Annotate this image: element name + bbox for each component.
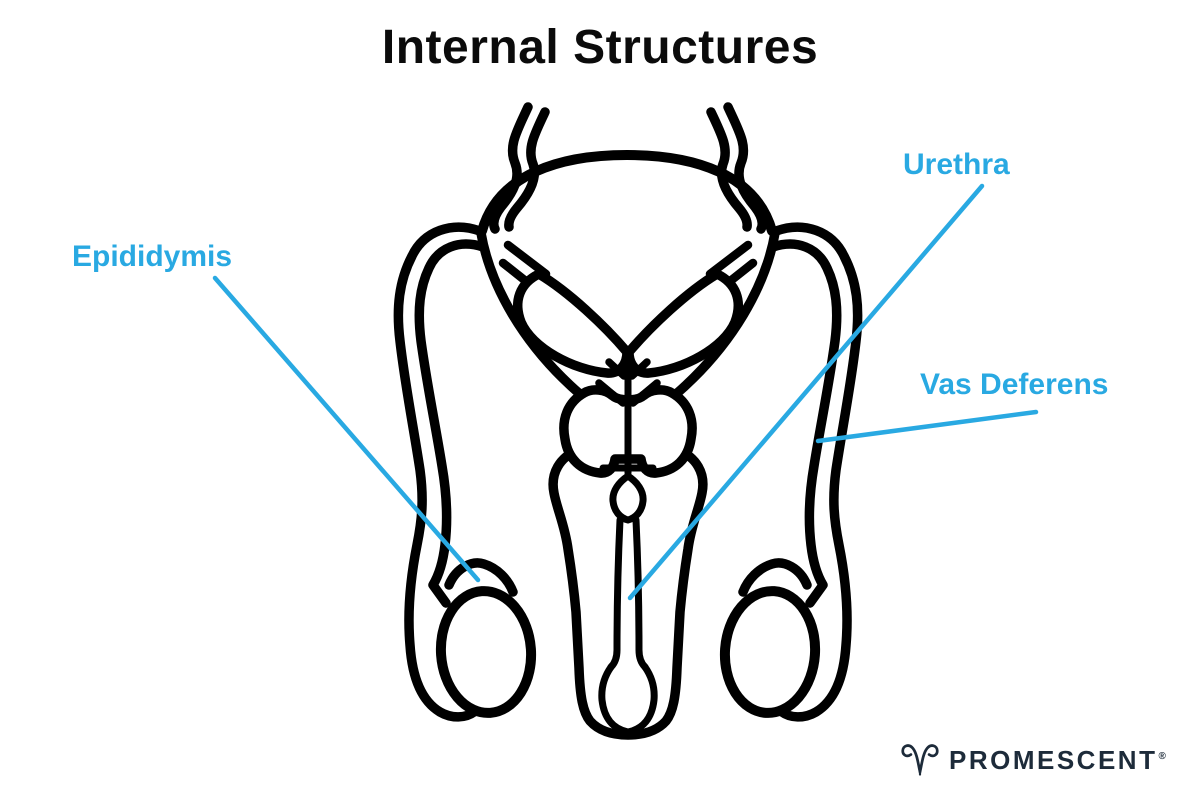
brand-logo: PROMESCENT® — [900, 740, 1166, 780]
duct-chevron-lower-left — [595, 379, 627, 407]
ampulla-left-a — [503, 240, 551, 279]
seminal-vesicle-right — [624, 269, 743, 378]
seminal-vesicle-left — [513, 269, 632, 378]
callout-leaders — [212, 183, 1039, 601]
epididymis-right-cap — [738, 558, 812, 597]
vas-deferens-right-inner — [768, 239, 842, 608]
vas-deferens-leader-line — [815, 409, 1039, 444]
ampulla-right-a — [705, 240, 753, 279]
ureter-right-inner — [706, 107, 752, 232]
vas-deferens-label: Vas Deferens — [920, 368, 1109, 401]
vas-deferens-right-outer — [771, 222, 863, 722]
epididymis-left-cap — [444, 558, 518, 597]
urethra-label: Urethra — [903, 148, 1010, 181]
registered-trademark-symbol: ® — [1158, 751, 1166, 762]
ram-horns-icon — [901, 744, 939, 776]
vas-deferens-left-inner — [414, 239, 488, 608]
ejaculatory-duct-detail — [595, 349, 661, 736]
glans-urethra-bulb — [598, 663, 658, 736]
bladder-right-slope — [670, 228, 780, 400]
duct-chevron-upper-left — [605, 358, 628, 380]
urethra-channel-left — [607, 516, 624, 671]
duct-chevron-upper-right — [628, 358, 651, 380]
urethra-channel-right — [632, 516, 649, 671]
testis-right — [719, 586, 821, 718]
vas-deferens-left-outer — [393, 222, 485, 722]
left-side-structures — [393, 102, 632, 722]
bladder-left-slope — [476, 228, 586, 400]
ureter-left-inner — [504, 107, 550, 232]
page-title: Internal Structures — [381, 21, 819, 74]
duct-chevron-lower-right — [629, 379, 661, 407]
bladder-outline — [477, 150, 777, 236]
epididymis-leader-line — [212, 275, 481, 583]
brand-name: PROMESCENT® — [949, 745, 1166, 775]
epididymis-label: Epididymis — [72, 240, 233, 273]
urethra-leader-line — [627, 183, 985, 601]
right-side-structures — [624, 102, 863, 722]
verumontanum-spindle — [609, 472, 647, 524]
testis-left — [435, 586, 537, 718]
